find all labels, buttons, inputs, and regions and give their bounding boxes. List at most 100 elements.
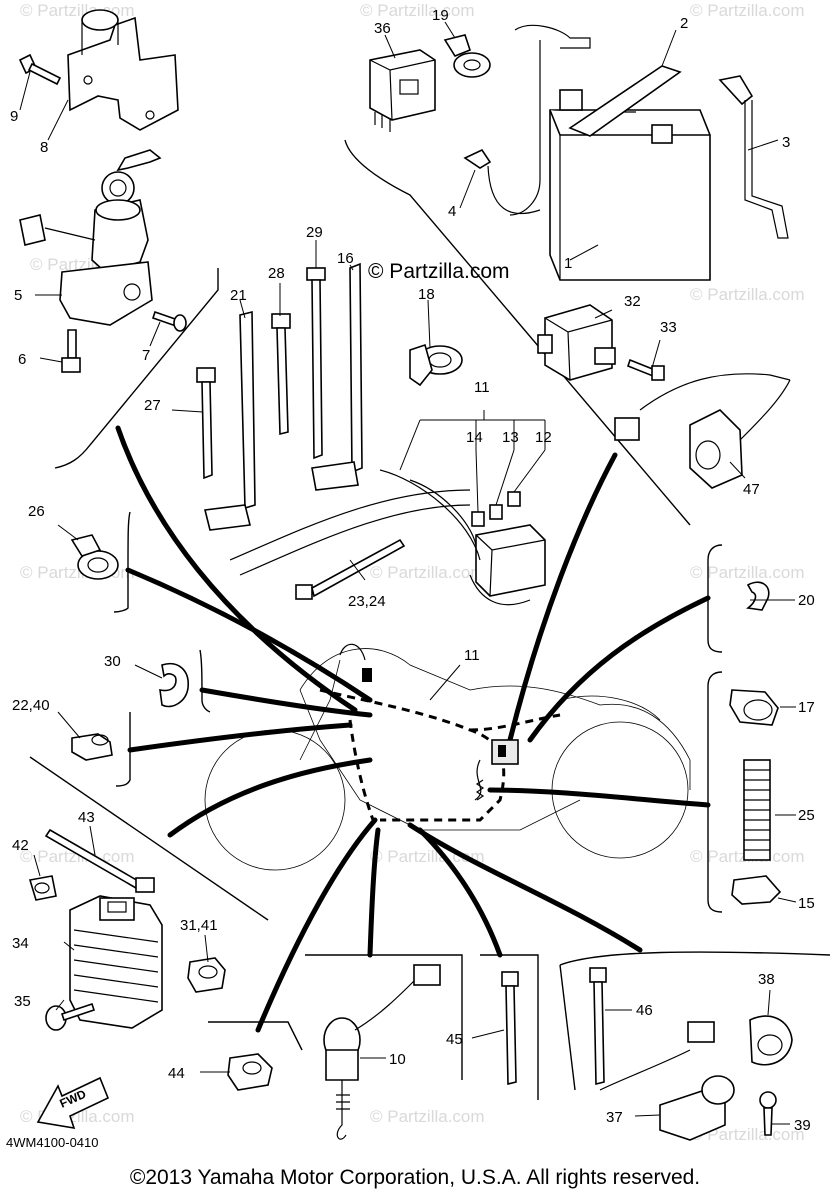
- watermark-tile: © Partzilla.com: [690, 1125, 805, 1144]
- clamp-44: [227, 1053, 273, 1091]
- cable-tie-28: [271, 313, 291, 436]
- callout-18: 18: [418, 286, 435, 303]
- copyright-notice: ©2013 Yamaha Motor Corporation, U.S.A. A…: [129, 1166, 701, 1189]
- watermark-tile: © Partzilla.com: [370, 563, 485, 582]
- callout-39: 39: [794, 1117, 811, 1134]
- watermark-tile: © Partzilla.com: [690, 1, 805, 20]
- clamp-42: [28, 875, 57, 901]
- clamp-18: [409, 343, 463, 387]
- watermark-tiles: © Partzilla.com © Partzilla.com © Partzi…: [20, 1, 805, 1144]
- fuse-12: [507, 491, 521, 507]
- clip-30: [159, 663, 189, 708]
- callout-33: 33: [660, 319, 677, 336]
- callout-20: 20: [798, 592, 815, 609]
- watermark-tile: © Partzilla.com: [360, 1, 475, 20]
- stud-25: [743, 759, 771, 861]
- motorcycle-outline: [204, 648, 691, 871]
- callout-14: 14: [466, 429, 483, 446]
- cable-tie-29: [306, 267, 326, 460]
- fuse-14: [471, 511, 485, 527]
- cable-tie-45: [501, 971, 519, 1086]
- callout-35: 35: [14, 993, 31, 1010]
- cable-tie-16: [311, 262, 363, 491]
- callout-19: 19: [432, 7, 449, 24]
- callout-30: 30: [104, 653, 121, 670]
- sensor-37: [599, 1021, 735, 1141]
- cable-tie-46: [589, 967, 607, 1086]
- clamp-19: [443, 34, 491, 78]
- callout-43: 43: [78, 809, 95, 826]
- callout-23-24: 23,24: [348, 593, 386, 610]
- cable-tie-21: [204, 310, 256, 531]
- callout-17: 17: [798, 699, 815, 716]
- callout-8: 8: [40, 139, 48, 156]
- callout-38: 38: [758, 971, 775, 988]
- clip-22-40: [71, 733, 113, 761]
- relay-36: [369, 49, 436, 132]
- partzilla-watermark: © Partzilla.com: [368, 260, 510, 283]
- cable-tie-43: [44, 828, 155, 893]
- screw-7: [151, 310, 187, 332]
- battery-1: [549, 89, 711, 281]
- battery-band-2: [568, 65, 682, 137]
- callout-32: 32: [624, 293, 641, 310]
- bracket-8: [67, 9, 179, 131]
- fuse-13: [489, 504, 503, 520]
- sensor-47: [614, 373, 791, 489]
- callout-31-41: 31,41: [180, 917, 218, 934]
- callout-10: 10: [389, 1051, 406, 1068]
- bolt-9: [18, 53, 62, 86]
- clamp-31-41: [187, 957, 226, 993]
- callout-47: 47: [743, 481, 760, 498]
- callout-45: 45: [446, 1031, 463, 1048]
- callout-4: 4: [448, 203, 456, 220]
- callout-42: 42: [12, 837, 29, 854]
- battery-lead-4: [463, 24, 591, 216]
- callout-26: 26: [28, 503, 45, 520]
- callout-16: 16: [337, 250, 354, 267]
- cable-tie-23-24: [295, 538, 406, 600]
- fuse-box-11: [229, 469, 546, 606]
- callout-7: 7: [142, 347, 150, 364]
- watermark-tile: © Partzilla.com: [370, 1107, 485, 1126]
- bolt-35: [45, 1002, 96, 1031]
- callout-12: 12: [535, 429, 552, 446]
- clamp-17: [729, 689, 779, 726]
- callout-labels: 2 19 36 9 8 3 4 1 29 16 28 21 © Partzill…: [6, 7, 815, 1150]
- callout-6: 6: [18, 351, 26, 368]
- callout-1: 1: [564, 255, 572, 272]
- callout-13: 13: [502, 429, 519, 446]
- cable-tie-27: [196, 367, 216, 480]
- callout-11-center: 11: [464, 647, 480, 664]
- bracket-38: [749, 1015, 793, 1066]
- callout-9: 9: [10, 108, 18, 125]
- screw-39: [759, 1091, 777, 1136]
- watermark-tile: © Partzilla.com: [690, 563, 805, 582]
- callout-11-top: 11: [474, 379, 490, 396]
- clamp-15: [731, 875, 782, 905]
- relay-32: [537, 304, 616, 381]
- watermark-tile: © Partzilla.com: [690, 285, 805, 304]
- callout-21: 21: [230, 287, 247, 304]
- bolt-33: [627, 358, 665, 381]
- diagram-code: 4WM4100-0410: [6, 1135, 99, 1150]
- callout-29: 29: [306, 224, 323, 241]
- switch-10: [323, 964, 441, 1140]
- battery-cable-3: [718, 75, 789, 239]
- callout-2: 2: [680, 15, 688, 32]
- callout-28: 28: [268, 265, 285, 282]
- callout-44: 44: [168, 1065, 185, 1082]
- callout-5: 5: [14, 287, 22, 304]
- wire-harness-11: [319, 643, 561, 826]
- callout-37: 37: [606, 1109, 623, 1126]
- callout-34: 34: [12, 935, 29, 952]
- callout-46: 46: [636, 1002, 653, 1019]
- main-switch-5: [19, 149, 162, 326]
- clip-20: [745, 581, 770, 611]
- watermark-tile: © Partzilla.com: [20, 847, 135, 866]
- callout-3: 3: [782, 134, 790, 151]
- callout-leaders: [19, 21, 797, 1125]
- harness-leader-lines: [115, 425, 711, 1033]
- callout-22-40: 22,40: [12, 697, 50, 714]
